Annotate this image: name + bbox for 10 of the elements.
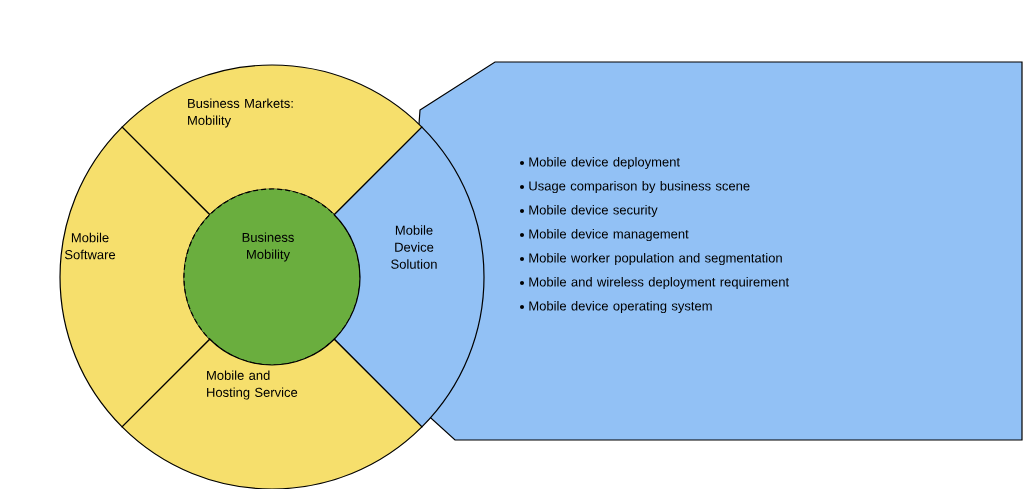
node-label: Mobile device deployment — [529, 156, 680, 170]
node-label: Mobile device management — [529, 228, 689, 242]
circle-segment: Business Markets: Mobility — [121, 64, 423, 216]
node-label: Mobile and wireless deployment requirement — [529, 276, 790, 290]
node-label: Usage comparison by business scene — [529, 180, 750, 194]
circle-segment: Mobile Device Solution — [333, 126, 485, 428]
node-label: Mobile device security — [529, 204, 658, 218]
node-label: Mobile worker population and segmentation — [529, 252, 782, 266]
circle-segment: Mobile and Hosting Service — [121, 338, 423, 489]
node-label: Mobile device operating system — [529, 300, 712, 314]
